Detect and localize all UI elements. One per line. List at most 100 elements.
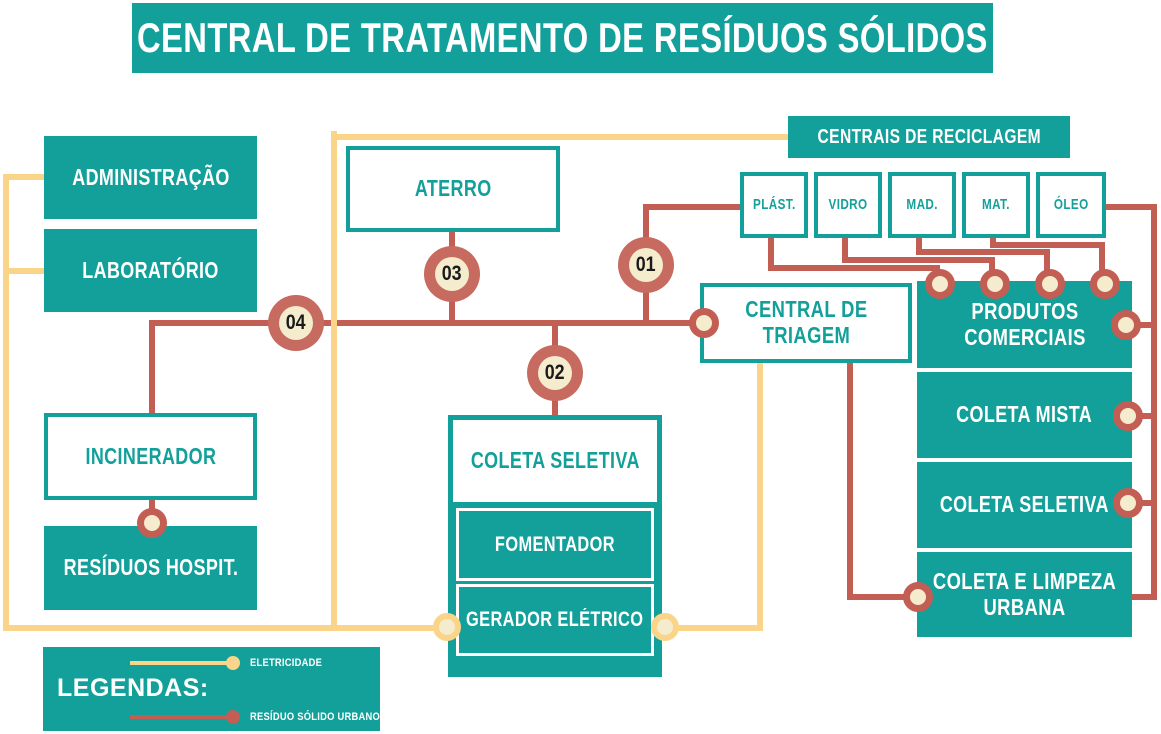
line-eletricidade-stub-laboratorio [3, 268, 44, 274]
node-produtos-top-1 [925, 269, 955, 299]
node-04: 04 [268, 295, 324, 351]
line-vidro-drop [989, 257, 995, 273]
box-administracao: ADMINISTRAÇÃO [44, 136, 257, 219]
line-vidro-horizontal [842, 257, 995, 263]
page-title: CENTRAL DE TRATAMENTO DE RESÍDUOS SÓLIDO… [137, 14, 988, 62]
node-03-core: 03 [435, 257, 469, 291]
line-eletricidade-left-vertical [3, 174, 9, 631]
node-gerador-left [433, 613, 461, 641]
title-bar: CENTRAL DE TRATAMENTO DE RESÍDUOS SÓLIDO… [132, 3, 993, 73]
box-oleo: ÓLEO [1036, 172, 1106, 238]
box-central-triagem: CENTRAL DE TRIAGEM [700, 283, 912, 363]
legend-label-eletricidade: ELETRICIDADE [250, 657, 323, 669]
line-plast-horizontal [768, 265, 940, 271]
node-03-label: 03 [442, 262, 462, 285]
legend-label-residuo: RESÍDUO SÓLIDO URBANO [250, 711, 381, 723]
limpeza-line1: COLETA E LIMPEZA [932, 567, 1117, 594]
line-mad-drop [1044, 249, 1050, 273]
node-03: 03 [424, 246, 480, 302]
node-01-label: 01 [636, 253, 656, 276]
legend-line-residuo [130, 715, 233, 719]
node-02-core: 02 [538, 356, 572, 390]
legend-title: LEGENDAS: [57, 674, 209, 703]
box-administracao-label: ADMINISTRAÇÃO [71, 163, 230, 190]
central-triagem-line1: CENTRAL DE [744, 296, 868, 323]
box-aterro-label: ATERRO [414, 175, 492, 202]
node-02-label: 02 [545, 361, 565, 384]
box-fomentador: FOMENTADOR [456, 508, 654, 581]
box-plast-label: PLÁST. [752, 195, 796, 213]
box-mad: MAD. [888, 172, 956, 238]
box-laboratorio: LABORATÓRIO [44, 229, 257, 312]
central-triagem-line2: TRIAGEM [762, 322, 850, 348]
line-mat-horizontal [990, 242, 1105, 248]
box-mat-label: MAT. [981, 195, 1010, 213]
line-residuo-to-incinerador [149, 320, 155, 415]
limpeza-line2: URBANA [983, 593, 1066, 620]
node-produtos-top-4 [1090, 269, 1120, 299]
line-triagem-down-vertical [757, 363, 763, 631]
node-produtos-top-3 [1035, 269, 1065, 299]
node-01-core: 01 [629, 248, 663, 282]
box-produtos-comerciais-label: PRODUTOS COMERCIAIS [964, 297, 1086, 351]
box-vidro-label: VIDRO [828, 195, 868, 213]
line-eletricidade-stub-administracao [3, 174, 44, 180]
box-incinerador: INCINERADOR [44, 413, 257, 500]
line-eletricidade-bottom-horizontal [3, 625, 449, 631]
line-mad-down [916, 238, 922, 255]
node-04-label: 04 [286, 311, 306, 334]
box-residuos-hospit: RESÍDUOS HOSPIT. [44, 526, 257, 610]
node-produtos-right [1111, 310, 1141, 340]
line-limpeza-right [1130, 594, 1154, 600]
line-eletricidade-top-horizontal [331, 134, 788, 140]
box-mad-label: MAD. [906, 195, 938, 213]
node-04-core: 04 [279, 306, 313, 340]
legend-dot-eletricidade [226, 656, 240, 670]
node-coleta-mista-right [1113, 401, 1143, 431]
box-coleta-seletiva-right: COLETA SELETIVA [917, 462, 1132, 548]
line-triagem-down [847, 363, 853, 600]
line-oleo-horizontal [1106, 204, 1157, 210]
box-gerador-eletrico-label: GERADOR ELÉTRICO [466, 608, 644, 632]
produtos-line1: PRODUTOS [970, 297, 1079, 324]
box-coleta-limpeza-urbana: COLETA E LIMPEZA URBANA [917, 552, 1132, 637]
box-fomentador-label: FOMENTADOR [494, 532, 616, 556]
node-01: 01 [618, 237, 674, 293]
node-02: 02 [527, 345, 583, 401]
legend-dot-residuo [226, 710, 240, 724]
line-vidro-down [842, 238, 848, 263]
box-coleta-limpeza-urbana-label: COLETA E LIMPEZA URBANA [932, 567, 1117, 621]
line-right-trunk-vertical [1151, 204, 1157, 600]
node-triagem-left [689, 308, 719, 338]
box-coleta-mista-label: COLETA MISTA [956, 401, 1093, 428]
box-gerador-eletrico: GERADOR ELÉTRICO [456, 584, 654, 656]
box-vidro: VIDRO [814, 172, 882, 238]
box-mat: MAT. [962, 172, 1030, 238]
line-node01-to-plast [643, 204, 740, 210]
box-incinerador-label: INCINERADOR [85, 442, 216, 469]
box-aterro: ATERRO [346, 146, 560, 232]
box-coleta-seletiva-mid: COLETA SELETIVA [453, 420, 657, 502]
box-produtos-comerciais: PRODUTOS COMERCIAIS [917, 281, 1132, 368]
legend-title-label: LEGENDAS: [57, 674, 209, 702]
box-plast: PLÁST. [740, 172, 808, 238]
node-limpeza-left [903, 582, 933, 612]
box-residuos-hospit-label: RESÍDUOS HOSPIT. [63, 554, 238, 581]
node-gerador-right [651, 613, 679, 641]
line-residuo-main-horizontal [149, 320, 700, 326]
box-laboratorio-label: LABORATÓRIO [82, 256, 219, 283]
box-central-triagem-label: CENTRAL DE TRIAGEM [744, 296, 868, 349]
legend-line-eletricidade [130, 661, 233, 665]
box-coleta-seletiva-mid-label: COLETA SELETIVA [470, 447, 640, 474]
line-eletricidade-mid-vertical [331, 131, 337, 631]
line-mat-drop [1099, 242, 1105, 273]
node-incinerador-residuos [137, 508, 167, 538]
node-coleta-seletiva-right [1113, 488, 1143, 518]
line-mad-horizontal [916, 249, 1050, 255]
line-produtos-right [1130, 322, 1154, 328]
box-centrais-reciclagem-label: CENTRAIS DE RECICLAGEM [817, 125, 1041, 148]
line-triagem-to-limpeza [847, 594, 918, 600]
node-produtos-top-2 [980, 269, 1010, 299]
box-coleta-mista: COLETA MISTA [917, 372, 1132, 458]
